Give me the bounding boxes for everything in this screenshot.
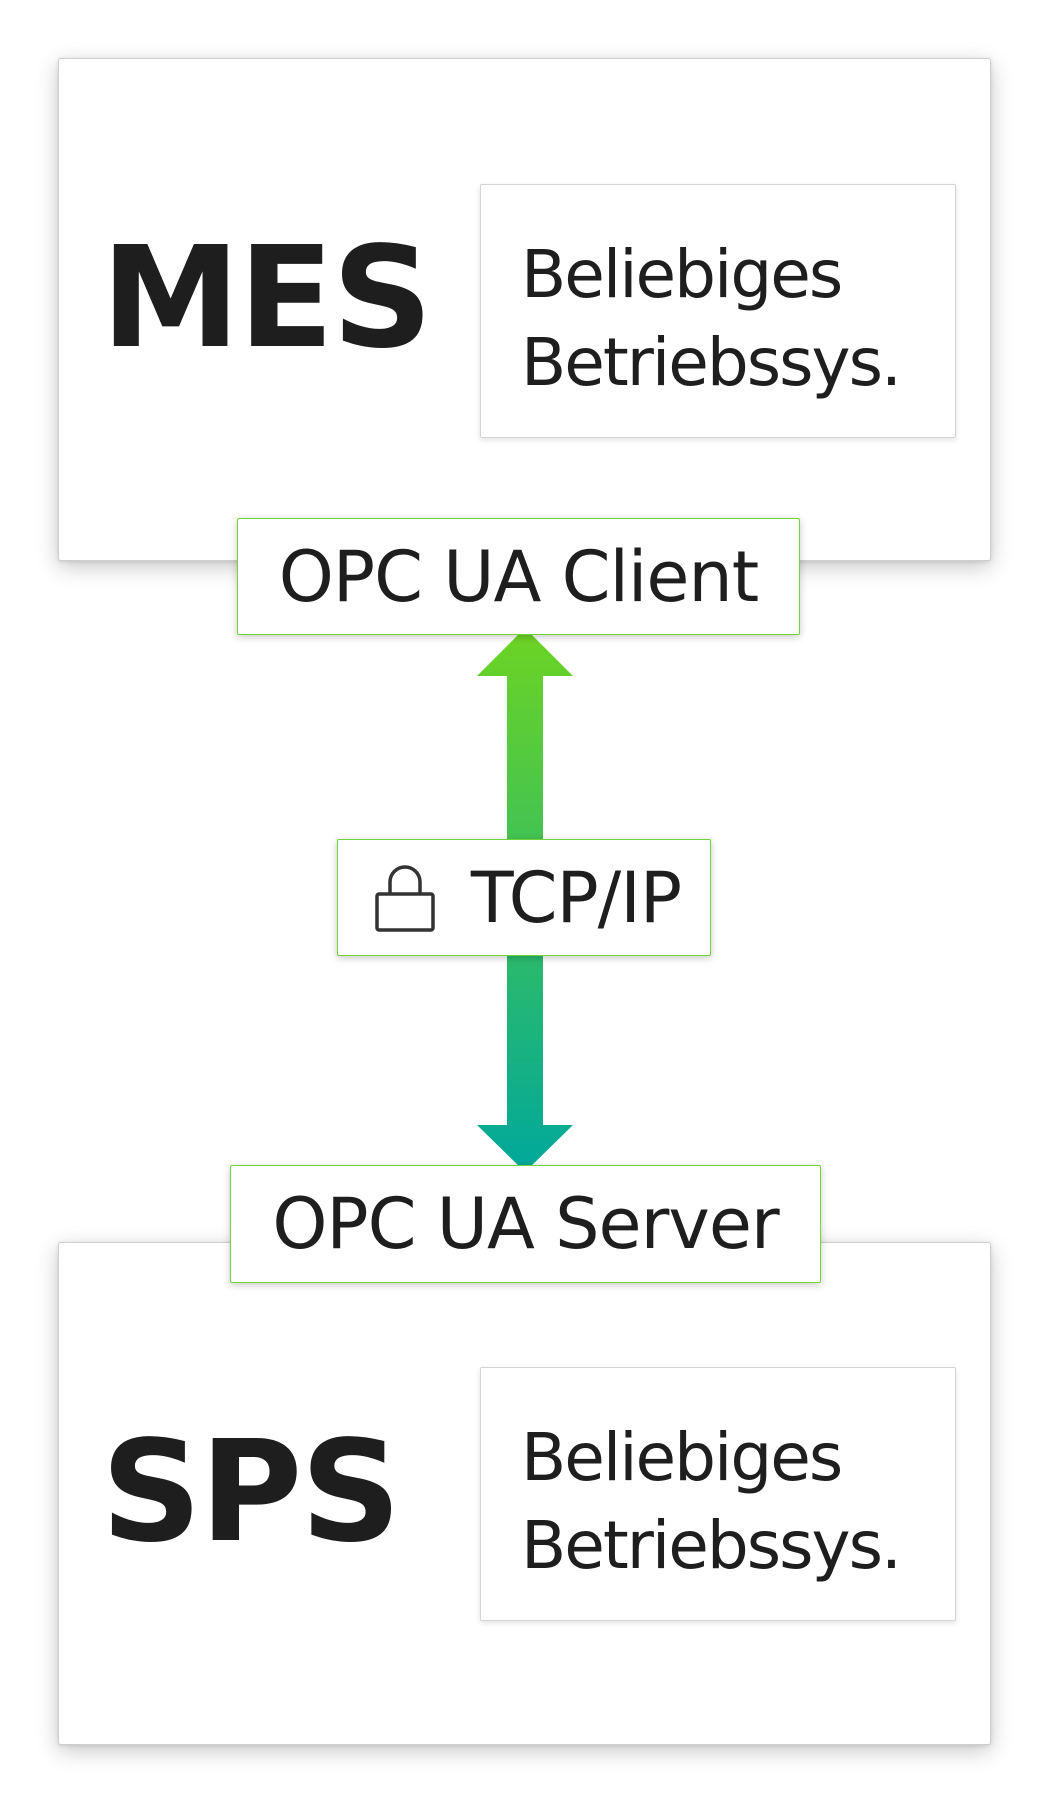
lock-icon bbox=[373, 862, 437, 934]
sps-os-line-1: Beliebiges bbox=[521, 1419, 843, 1496]
tcp-ip-text: TCP/IP bbox=[470, 856, 682, 939]
mes-title: MES bbox=[101, 217, 433, 380]
sps-os-box: Beliebiges Betriebssys. bbox=[480, 1367, 956, 1621]
sps-os-line-2: Betriebssys. bbox=[521, 1507, 902, 1584]
mes-os-line-1: Beliebiges bbox=[521, 236, 843, 313]
opc-ua-server-text: OPC UA Server bbox=[272, 1183, 779, 1265]
opc-ua-client-text: OPC UA Client bbox=[278, 535, 759, 618]
sps-title: SPS bbox=[101, 1411, 401, 1574]
opc-ua-client-label: OPC UA Client bbox=[237, 518, 800, 635]
sps-os-text: Beliebiges Betriebssys. bbox=[521, 1414, 902, 1590]
mes-box: MES Beliebiges Betriebssys. bbox=[58, 58, 991, 561]
mes-os-text: Beliebiges Betriebssys. bbox=[521, 231, 902, 407]
tcp-ip-label: TCP/IP bbox=[337, 839, 711, 956]
opc-ua-server-label: OPC UA Server bbox=[230, 1165, 821, 1283]
mes-os-box: Beliebiges Betriebssys. bbox=[480, 184, 956, 438]
mes-os-line-2: Betriebssys. bbox=[521, 324, 902, 401]
sps-box: SPS Beliebiges Betriebssys. bbox=[58, 1242, 991, 1745]
